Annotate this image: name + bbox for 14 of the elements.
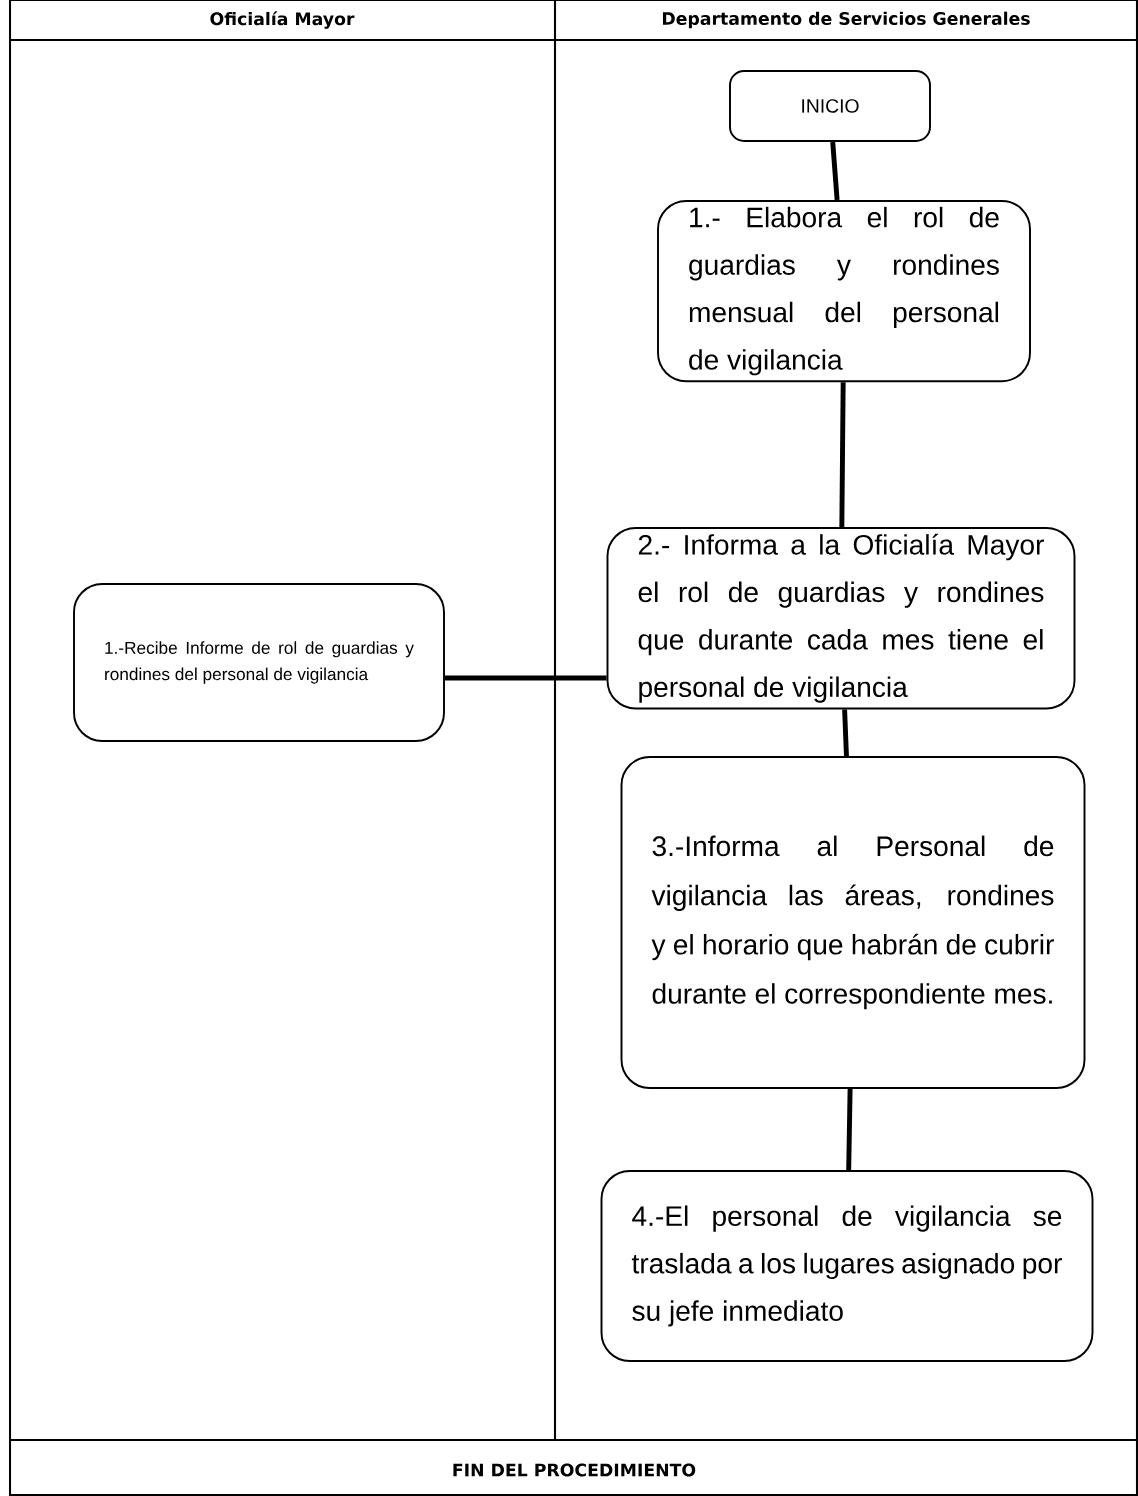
process-box: 1.-Recibe Informe de rol de guardias y rondines del personal de vigilancia	[73, 583, 445, 742]
connector-line	[842, 709, 849, 757]
process-box: 4.-El personal de vigilancia se traslada a los lugares asignado por su jefe inmediato	[600, 1170, 1094, 1362]
column-header: Departamento de Servicios Generales	[663, 11, 1030, 29]
process-box: 3.-Informa al Personal de vigilancia las áreas, rondines y el horario que habrán de cubrir durante el correspondiente mes.	[620, 756, 1086, 1089]
connector-line	[846, 1088, 853, 1171]
process-box: 2.- Informa a la Oficialía Mayor el rol de guardias y rondines que durante cada mes tiene el personal de vigilancia	[606, 527, 1076, 710]
column-header: Oficialía Mayor	[210, 11, 355, 29]
process-box: INICIO	[729, 70, 931, 142]
connector-line	[444, 675, 607, 681]
connector-line	[839, 382, 846, 528]
process-box: 1.- Elabora el rol de guardias y rondines mensual del personal de vigilancia	[657, 200, 1031, 383]
connector-line	[830, 141, 840, 201]
end-label: FIN DEL PROCEDIMIENTO	[453, 1463, 696, 1477]
